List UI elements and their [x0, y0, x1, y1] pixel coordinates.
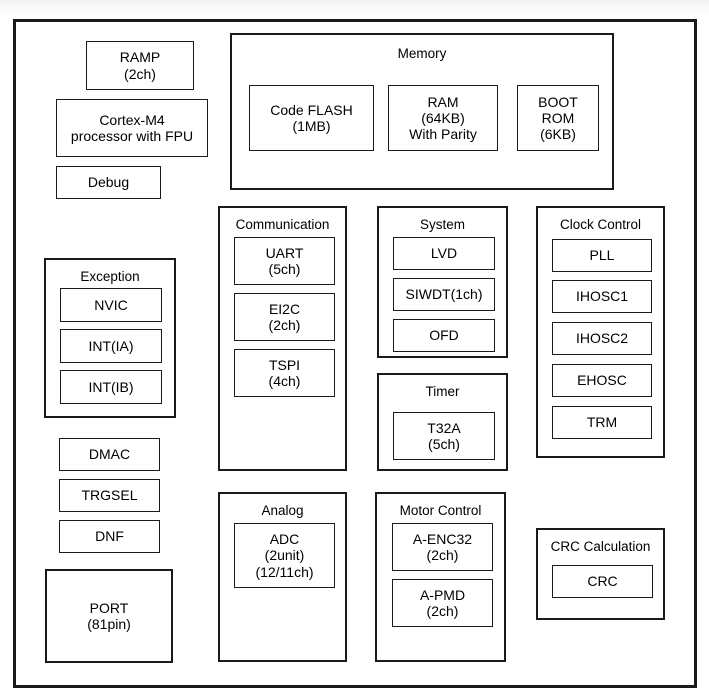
block-pll[interactable]: PLL: [552, 239, 652, 272]
block-adc-line2: (2unit): [264, 547, 305, 564]
block-ei2c[interactable]: EI2C (2ch): [234, 293, 335, 341]
block-ram-line1: RAM: [427, 93, 459, 110]
group-crc-calculation-title: CRC Calculation: [550, 539, 651, 554]
block-ramp-line2: (2ch): [124, 65, 156, 82]
block-ram-line3: With Parity: [409, 126, 477, 143]
block-t32a-line1: T32A: [427, 419, 461, 436]
block-debug-label: Debug: [87, 174, 130, 191]
group-memory-title: Memory: [397, 46, 447, 61]
block-a-pmd-line2: (2ch): [426, 603, 459, 619]
block-cortex-m4-line1: Cortex-M4: [99, 111, 165, 128]
block-port-line1: PORT: [89, 599, 129, 616]
block-ei2c-line1: EI2C: [268, 300, 301, 317]
block-cortex-m4-line2: processor with FPU: [70, 128, 194, 144]
block-uart[interactable]: UART (5ch): [234, 237, 335, 285]
block-int-ia[interactable]: INT(IA): [60, 329, 162, 363]
block-boot-rom-line2: ROM: [541, 109, 575, 126]
block-adc[interactable]: ADC (2unit) (12/11ch): [234, 523, 335, 588]
group-communication: Communication UART (5ch) EI2C (2ch) TSPI…: [218, 206, 347, 471]
block-port[interactable]: PORT (81pin): [45, 569, 173, 663]
group-clock-control: Clock Control PLL IHOSC1 IHOSC2 EHOSC TR…: [536, 206, 665, 458]
block-pll-label: PLL: [589, 247, 615, 264]
block-ihosc2[interactable]: IHOSC2: [552, 322, 652, 355]
block-siwdt-label: SIWDT(1ch): [405, 286, 483, 303]
block-uart-line2: (5ch): [268, 261, 301, 277]
block-ramp-line1: RAMP: [119, 49, 161, 66]
block-boot-rom[interactable]: BOOT ROM (6KB): [517, 85, 599, 151]
block-trm-label: TRM: [586, 414, 618, 431]
group-exception: Exception NVIC INT(IA) INT(IB): [44, 258, 176, 418]
block-ihosc1[interactable]: IHOSC1: [552, 280, 652, 313]
group-exception-title: Exception: [80, 269, 140, 284]
group-clock-control-title: Clock Control: [559, 217, 642, 232]
block-nvic-label: NVIC: [94, 296, 128, 313]
block-ehosc[interactable]: EHOSC: [552, 364, 652, 397]
block-a-enc32-line1: A-ENC32: [412, 530, 473, 547]
block-ei2c-line2: (2ch): [268, 317, 301, 333]
block-dmac-label: DMAC: [88, 446, 131, 463]
block-a-pmd[interactable]: A-PMD (2ch): [392, 579, 493, 627]
block-ihosc2-label: IHOSC2: [575, 330, 629, 347]
block-ihosc1-label: IHOSC1: [575, 288, 629, 305]
block-ehosc-label: EHOSC: [577, 372, 627, 389]
block-trm[interactable]: TRM: [552, 406, 652, 439]
group-timer: Timer T32A (5ch): [377, 373, 508, 471]
group-system: System LVD SIWDT(1ch) OFD: [377, 206, 508, 358]
group-communication-title: Communication: [235, 217, 330, 232]
block-debug[interactable]: Debug: [56, 166, 161, 199]
block-crc-label: CRC: [587, 573, 618, 590]
block-cortex-m4-processor[interactable]: Cortex-M4 processor with FPU: [56, 99, 208, 157]
block-boot-rom-line3: (6KB): [540, 126, 576, 143]
block-crc[interactable]: CRC: [552, 565, 653, 598]
group-crc-calculation: CRC Calculation CRC: [536, 528, 665, 620]
group-timer-title: Timer: [425, 384, 460, 399]
top-gradient-strip: [0, 0, 709, 16]
block-ofd-label: OFD: [429, 327, 459, 344]
block-ofd[interactable]: OFD: [393, 319, 495, 352]
block-a-enc32-line2: (2ch): [426, 547, 459, 563]
block-code-flash-line1: Code FLASH: [270, 101, 353, 118]
block-siwdt[interactable]: SIWDT(1ch): [393, 278, 495, 311]
block-boot-rom-line1: BOOT: [538, 93, 578, 110]
block-int-ia-label: INT(IA): [88, 337, 134, 354]
block-int-ib[interactable]: INT(IB): [60, 370, 162, 404]
group-analog: Analog ADC (2unit) (12/11ch): [218, 492, 347, 662]
block-adc-line1: ADC: [269, 531, 300, 548]
group-memory: Memory Code FLASH (1MB) RAM (64KB) With …: [230, 33, 614, 190]
block-lvd[interactable]: LVD: [393, 237, 495, 270]
group-system-title: System: [419, 217, 465, 232]
mcu-outer-frame: [13, 19, 697, 688]
block-tspi-line1: TSPI: [268, 356, 301, 373]
block-ramp[interactable]: RAMP (2ch): [86, 41, 194, 90]
block-tspi-line2: (4ch): [268, 373, 301, 389]
block-ram-line2: (64KB): [421, 109, 465, 126]
block-t32a-line2: (5ch): [428, 436, 460, 452]
group-motor-control-title: Motor Control: [399, 503, 482, 518]
block-t32a[interactable]: T32A (5ch): [393, 412, 495, 460]
block-a-enc32[interactable]: A-ENC32 (2ch): [392, 523, 493, 571]
block-a-pmd-line1: A-PMD: [419, 586, 466, 603]
block-nvic[interactable]: NVIC: [60, 288, 162, 322]
block-port-line2: (81pin): [87, 616, 131, 632]
block-ram[interactable]: RAM (64KB) With Parity: [388, 85, 498, 151]
block-trgsel[interactable]: TRGSEL: [59, 479, 160, 512]
group-motor-control: Motor Control A-ENC32 (2ch) A-PMD (2ch): [375, 492, 506, 662]
block-tspi[interactable]: TSPI (4ch): [234, 349, 335, 397]
block-int-ib-label: INT(IB): [88, 378, 134, 395]
block-adc-line3: (12/11ch): [255, 563, 314, 580]
group-analog-title: Analog: [261, 503, 304, 518]
block-lvd-label: LVD: [430, 245, 458, 262]
block-dmac[interactable]: DMAC: [59, 438, 160, 471]
block-trgsel-label: TRGSEL: [81, 487, 138, 504]
block-dnf-label: DNF: [95, 528, 124, 545]
block-dnf[interactable]: DNF: [59, 520, 160, 553]
block-uart-line1: UART: [265, 244, 304, 261]
block-code-flash-line2: (1MB): [292, 118, 331, 134]
block-code-flash[interactable]: Code FLASH (1MB): [249, 85, 374, 151]
